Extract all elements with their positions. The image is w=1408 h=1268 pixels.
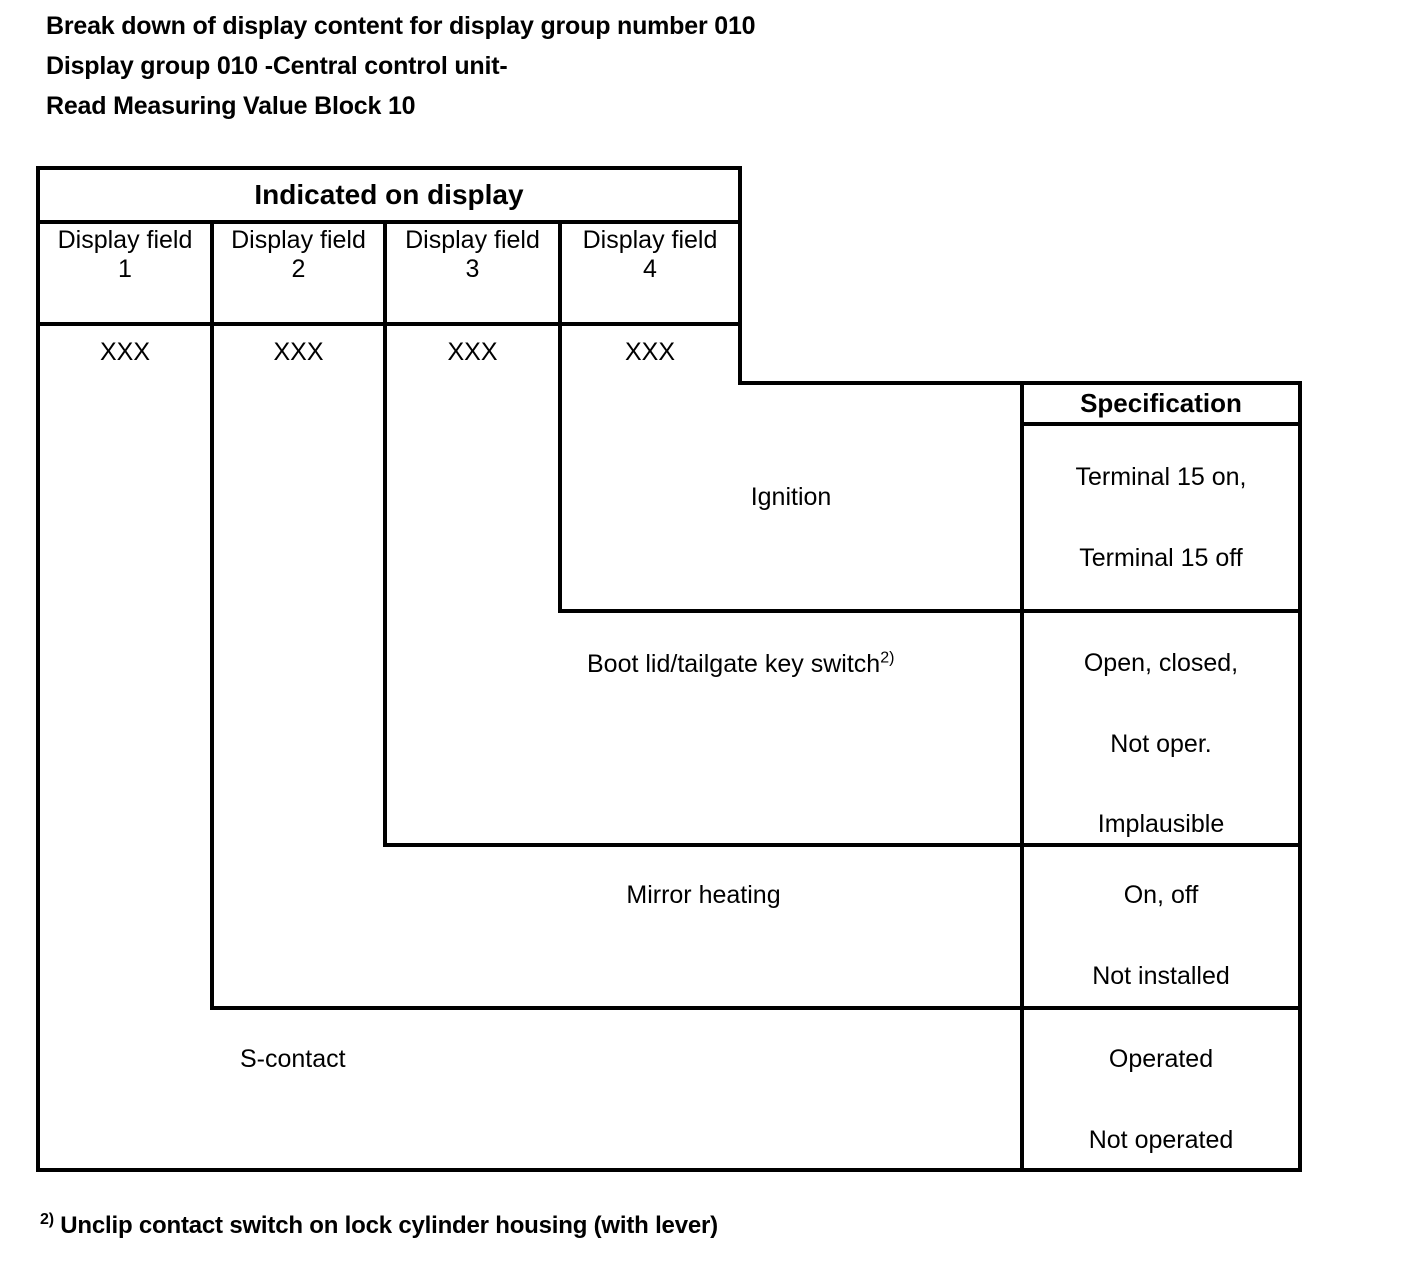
- row-s-contact-specification: Operated Not operated: [1024, 1045, 1298, 1170]
- rule-row-ignition-bottom: [558, 609, 1302, 613]
- row-mirror-heating-description: Mirror heating: [626, 881, 781, 909]
- footnote-text: Unclip contact switch on lock cylinder h…: [53, 1212, 718, 1239]
- spec-line: Terminal 15 on,: [1075, 462, 1247, 491]
- footnote: 2) Unclip contact switch on lock cylinde…: [40, 1212, 718, 1240]
- spec-line: Open, closed,: [1083, 648, 1239, 677]
- row-boot-lid-description-text: Boot lid/tailgate key switch: [587, 650, 881, 678]
- spec-line: Not operated: [1088, 1125, 1234, 1154]
- rule-row-mirror-bottom: [210, 1006, 1302, 1010]
- spec-line: On, off: [1123, 881, 1199, 909]
- rule-col-1-2: [210, 220, 214, 1010]
- rule-left-edge: [36, 166, 40, 1172]
- display-field-3-label: Display field: [405, 226, 540, 254]
- page-title-line-3: Read Measuring Value Block 10: [46, 92, 416, 120]
- column-header-display-field-3: Display field 3: [387, 226, 558, 322]
- column-header-display-field-1: Display field 1: [40, 226, 210, 322]
- display-field-3-value: XXX: [447, 338, 498, 366]
- spec-line: Operated: [1108, 1045, 1214, 1073]
- display-field-2-value: XXX: [273, 338, 324, 366]
- display-field-4-label: Display field: [582, 226, 718, 254]
- spec-line: Not oper.: [1110, 729, 1212, 758]
- rule-spec-col-left: [1020, 381, 1024, 1172]
- rule-col-2-3: [383, 220, 387, 847]
- row-boot-lid-specification: Open, closed, Not oper. Implausible: [1024, 645, 1298, 843]
- display-field-4-value: XXX: [624, 338, 676, 366]
- display-field-1-value: XXX: [99, 338, 151, 366]
- spec-line: Implausible: [1097, 810, 1225, 839]
- spec-line: Terminal 15 off: [1079, 543, 1243, 572]
- page-title-line-1: Break down of display content for displa…: [46, 12, 756, 40]
- row-ignition-description: Ignition: [750, 482, 832, 511]
- rule-table-bottom: [36, 1168, 1302, 1172]
- row-ignition-specification: Terminal 15 on, Terminal 15 off: [1024, 426, 1298, 609]
- display-field-1-label: Display field: [57, 226, 193, 254]
- column-header-display-field-2: Display field 2: [214, 226, 383, 322]
- rule-under-spec-header: [1020, 422, 1302, 426]
- display-field-2-label: Display field: [231, 226, 366, 254]
- rule-table-top: [36, 166, 742, 170]
- spec-line: Not installed: [1092, 961, 1230, 990]
- row-s-contact-description: S-contact: [240, 1045, 346, 1073]
- page-title-line-2: Display group 010 -Central control unit-: [46, 52, 508, 80]
- display-field-1-number: 1: [118, 254, 132, 283]
- display-field-4-number: 4: [643, 254, 657, 283]
- rule-row-bootlid-bottom: [383, 843, 1302, 847]
- footnote-marker: 2): [40, 1211, 54, 1228]
- rule-under-field-headers: [36, 322, 742, 326]
- rule-right-edge: [1298, 381, 1302, 1172]
- display-field-3-number: 3: [465, 254, 480, 283]
- footnote-marker-inline: 2): [880, 649, 895, 667]
- column-header-display-field-4: Display field 4: [562, 226, 738, 322]
- rule-field-block-right-edge: [738, 166, 742, 385]
- row-mirror-heating-specification: On, off Not installed: [1024, 881, 1298, 1006]
- group-header-indicated-on-display: Indicated on display: [254, 178, 524, 210]
- rule-col-3-4: [558, 220, 562, 613]
- display-field-2-number: 2: [291, 254, 306, 283]
- row-boot-lid-description: Boot lid/tailgate key switch2): [587, 645, 1007, 843]
- rule-under-group-header: [36, 220, 742, 224]
- column-header-specification: Specification: [1080, 387, 1242, 418]
